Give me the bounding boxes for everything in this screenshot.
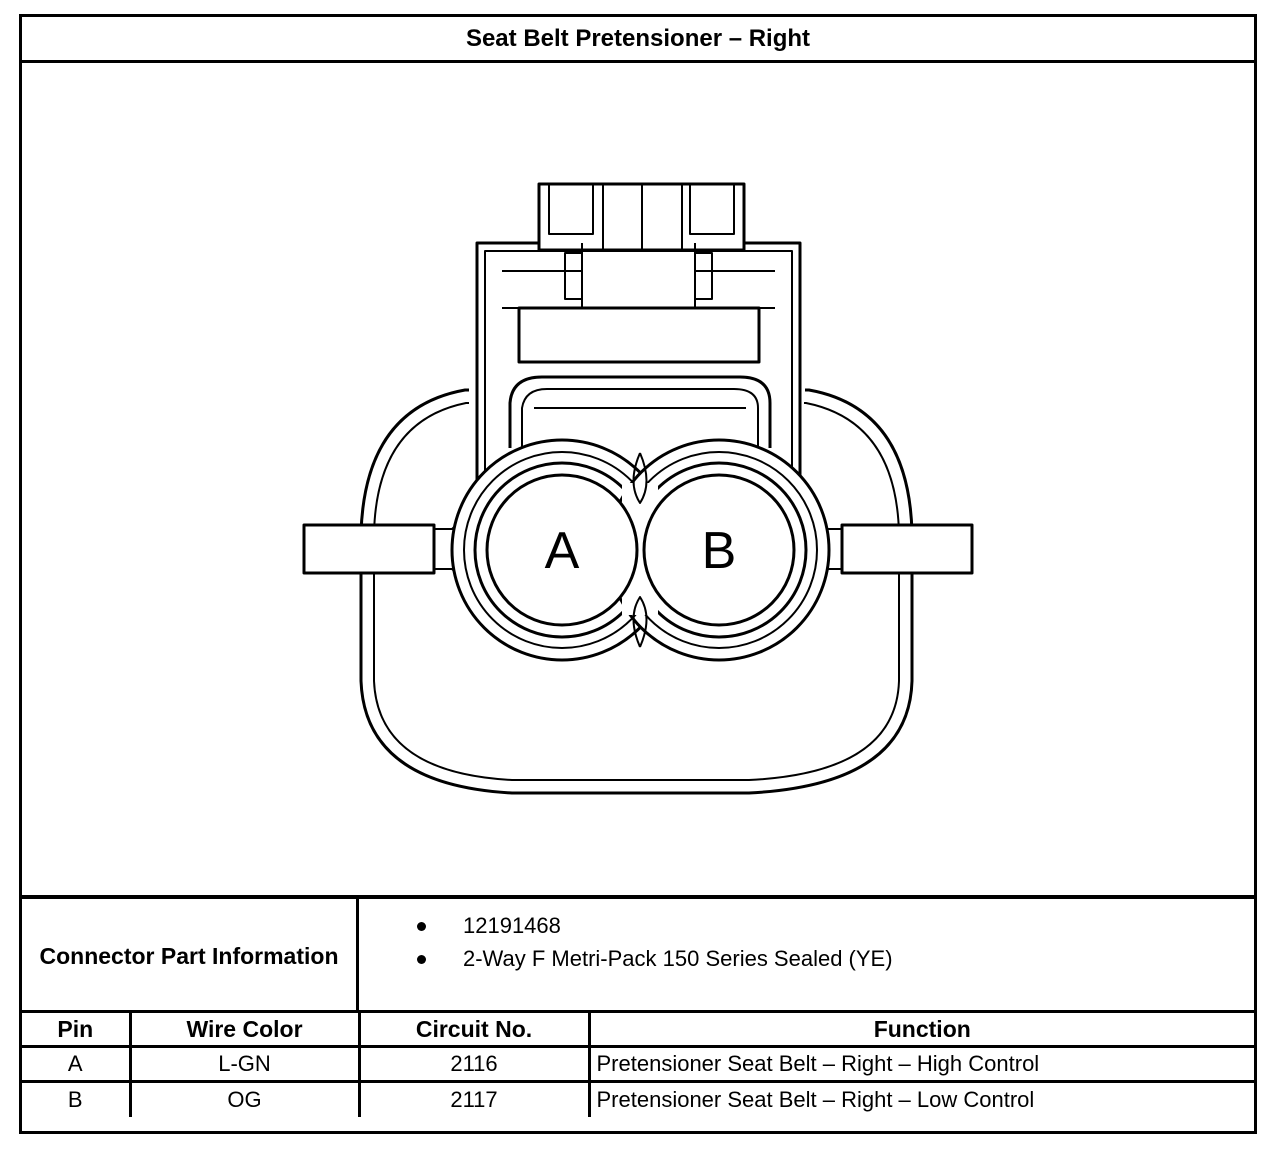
cell-circuit: 2116 (357, 1045, 591, 1083)
list-item: 2-Way F Metri-Pack 150 Series Sealed (YE… (359, 942, 1254, 975)
cell-function: Pretensioner Seat Belt – Right – Low Con… (587, 1080, 1254, 1117)
connector-face-drawing: A B (302, 182, 974, 795)
table-row: B OG 2117 Pretensioner Seat Belt – Right… (22, 1080, 1254, 1117)
table-row: A L-GN 2116 Pretensioner Seat Belt – Rig… (22, 1045, 1254, 1083)
header-function: Function (587, 1010, 1254, 1048)
cell-pin: A (22, 1045, 132, 1083)
part-description: 2-Way F Metri-Pack 150 Series Sealed (YE… (463, 946, 893, 971)
bullet-icon (417, 922, 426, 931)
connector-outer-body (359, 388, 914, 795)
header-wire-color: Wire Color (128, 1010, 361, 1048)
bullet-icon (417, 955, 426, 964)
connector-inner-body (373, 402, 900, 781)
connector-tray (508, 375, 772, 448)
table-header-row: Pin Wire Color Circuit No. Function (22, 1010, 1254, 1048)
cell-pin: B (22, 1080, 132, 1117)
page-title: Seat Belt Pretensioner – Right (22, 17, 1254, 63)
header-circuit: Circuit No. (357, 1010, 591, 1048)
connector-sheet: Seat Belt Pretensioner – Right (19, 14, 1257, 1134)
header-pin: Pin (22, 1010, 132, 1048)
cell-wire-color: OG (128, 1080, 361, 1117)
connector-diagram: A B (22, 63, 1254, 895)
cell-function: Pretensioner Seat Belt – Right – High Co… (587, 1045, 1254, 1083)
right-tab (840, 523, 974, 575)
pin-b-label: B (702, 522, 737, 580)
part-info-label: Connector Part Information (22, 899, 359, 1013)
terminal-a (485, 473, 639, 627)
cell-circuit: 2117 (357, 1080, 591, 1117)
part-number: 12191468 (463, 913, 561, 938)
connector-part-info: Connector Part Information 12191468 2-Wa… (22, 895, 1254, 1013)
pin-a-label: A (545, 522, 580, 580)
list-item: 12191468 (359, 909, 1254, 942)
left-tab (302, 523, 436, 575)
pinout-table: Pin Wire Color Circuit No. Function A L-… (22, 1010, 1254, 1117)
cell-wire-color: L-GN (128, 1045, 361, 1083)
terminal-b (642, 473, 796, 627)
part-info-list: 12191468 2-Way F Metri-Pack 150 Series S… (359, 899, 1254, 1013)
